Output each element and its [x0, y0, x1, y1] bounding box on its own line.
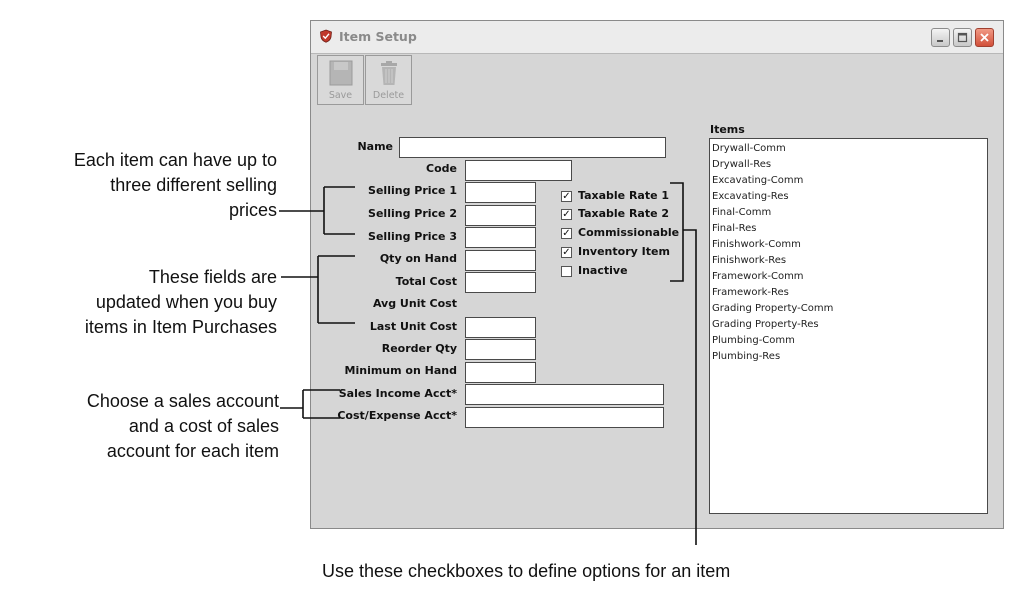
- close-icon: [980, 33, 989, 42]
- minimum-on-hand-label: Minimum on Hand: [344, 364, 457, 377]
- checkmark-icon: ✓: [562, 191, 571, 202]
- checkmark-icon: ✓: [562, 209, 571, 220]
- save-button[interactable]: Save: [317, 55, 364, 105]
- code-label: Code: [426, 162, 457, 175]
- list-item[interactable]: Excavating-Comm: [712, 175, 804, 186]
- taxable-rate-1-label: Taxable Rate 1: [578, 189, 670, 202]
- taxable-rate-2-label: Taxable Rate 2: [578, 207, 670, 220]
- item-setup-window: Item Setup Save Delete: [310, 20, 1004, 529]
- save-label: Save: [328, 90, 353, 101]
- cost-expense-acct-input[interactable]: [465, 407, 664, 428]
- minimum-on-hand-input[interactable]: [465, 362, 536, 383]
- commissionable-label: Commissionable: [578, 226, 680, 239]
- commissionable-checkbox[interactable]: ✓: [561, 228, 572, 239]
- minimize-icon: [937, 40, 943, 42]
- list-item[interactable]: Final-Res: [712, 223, 757, 234]
- app-shield-icon: [320, 29, 332, 43]
- total-cost-label: Total Cost: [395, 275, 457, 288]
- list-item[interactable]: Excavating-Res: [712, 191, 789, 202]
- annotation-checkboxes: Use these checkboxes to define options f…: [322, 561, 731, 581]
- list-item[interactable]: Grading Property-Comm: [712, 303, 834, 314]
- inactive-label: Inactive: [578, 264, 628, 277]
- last-unit-cost-input[interactable]: [465, 317, 536, 338]
- list-item[interactable]: Finishwork-Comm: [712, 239, 801, 250]
- list-item[interactable]: Finishwork-Res: [712, 255, 787, 266]
- reorder-qty-input[interactable]: [465, 339, 536, 360]
- minimize-button[interactable]: [931, 28, 950, 47]
- maximize-icon: [957, 32, 968, 43]
- reorder-qty-label: Reorder Qty: [381, 342, 457, 355]
- annotation-selling-prices: Each item can have up to three different…: [73, 150, 277, 220]
- annotation-purchases: These fields are updated when you buy it…: [84, 267, 277, 337]
- list-item[interactable]: Final-Comm: [712, 207, 772, 218]
- sales-income-acct-label: Sales Income Acct*: [338, 387, 457, 400]
- selling-price-1-label: Selling Price 1: [368, 184, 457, 197]
- inventory-item-checkbox[interactable]: ✓: [561, 247, 572, 258]
- list-item[interactable]: Grading Property-Res: [712, 319, 819, 330]
- items-list-label: Items: [710, 123, 745, 136]
- selling-price-3-input[interactable]: [465, 227, 536, 248]
- checkmark-icon: ✓: [562, 247, 571, 258]
- annotation-accounts: Choose a sales account and a cost of sal…: [86, 391, 279, 461]
- delete-button[interactable]: Delete: [365, 55, 412, 105]
- name-input[interactable]: [399, 137, 666, 158]
- toolbar: Save Delete: [311, 53, 415, 107]
- name-label: Name: [357, 140, 393, 153]
- avg-unit-cost-label: Avg Unit Cost: [372, 297, 457, 310]
- cost-expense-acct-label: Cost/Expense Acct*: [337, 409, 457, 422]
- taxable-rate-1-checkbox[interactable]: ✓: [561, 191, 572, 202]
- list-item[interactable]: Framework-Res: [712, 287, 789, 298]
- list-item[interactable]: Plumbing-Res: [712, 351, 781, 362]
- selling-price-1-input[interactable]: [465, 182, 536, 203]
- list-item[interactable]: Framework-Comm: [712, 271, 804, 282]
- sales-income-acct-input[interactable]: [465, 384, 664, 405]
- window-title: Item Setup: [339, 29, 417, 44]
- checkmark-icon: ✓: [562, 228, 571, 239]
- last-unit-cost-label: Last Unit Cost: [369, 320, 457, 333]
- close-button[interactable]: [975, 28, 994, 47]
- qty-on-hand-label: Qty on Hand: [379, 252, 457, 265]
- inactive-checkbox[interactable]: [561, 266, 572, 277]
- total-cost-input[interactable]: [465, 272, 536, 293]
- items-list[interactable]: Drywall-Comm Drywall-Res Excavating-Comm…: [709, 138, 988, 514]
- list-item[interactable]: Drywall-Res: [712, 159, 772, 170]
- selling-price-2-input[interactable]: [465, 205, 536, 226]
- inventory-item-label: Inventory Item: [578, 245, 670, 258]
- maximize-button[interactable]: [953, 28, 972, 47]
- selling-price-2-label: Selling Price 2: [368, 207, 457, 220]
- qty-on-hand-input[interactable]: [465, 250, 536, 271]
- title-bar[interactable]: Item Setup: [311, 21, 1003, 54]
- floppy-disk-icon: [329, 60, 353, 86]
- selling-price-3-label: Selling Price 3: [368, 230, 457, 243]
- trash-can-icon: [381, 61, 397, 85]
- list-item[interactable]: Drywall-Comm: [712, 143, 786, 154]
- taxable-rate-2-checkbox[interactable]: ✓: [561, 209, 572, 220]
- delete-label: Delete: [372, 90, 405, 101]
- code-input[interactable]: [465, 160, 572, 181]
- list-item[interactable]: Plumbing-Comm: [712, 335, 795, 346]
